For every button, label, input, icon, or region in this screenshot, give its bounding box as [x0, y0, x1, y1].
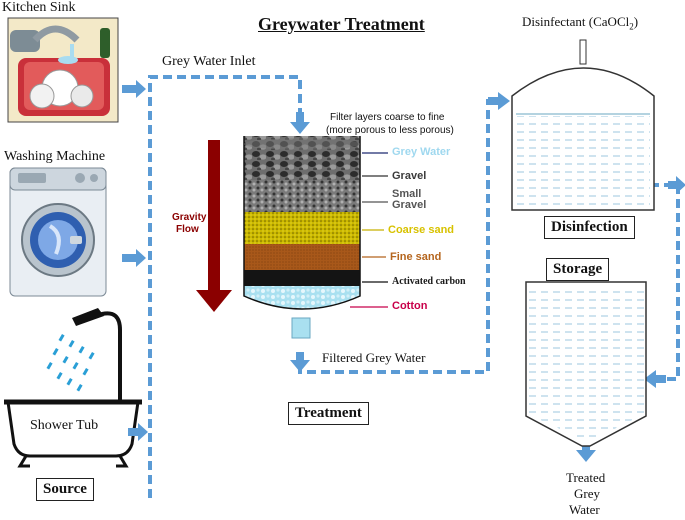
source-label: Source: [36, 478, 94, 501]
layer-cotton: [244, 286, 360, 309]
grey-water-inlet-label: Grey Water Inlet: [162, 54, 256, 69]
filter-column: [243, 136, 361, 339]
layer-coarse-sand: [244, 212, 360, 244]
layer-activated-carbon: [244, 270, 360, 286]
layer-label-small: Small: [392, 188, 422, 200]
filter-note-line-2: (more porous to less porous): [326, 125, 454, 136]
disinfectant-close: ): [633, 14, 639, 29]
gravity-flow-label-2: Flow: [176, 224, 199, 235]
kitchen-sink-label: Kitchen Sink: [2, 0, 76, 15]
layer-label-small-gravel: Gravel: [392, 199, 427, 211]
disinfectant-subscript: 2: [629, 21, 634, 32]
treatment-label: Treatment: [288, 402, 369, 425]
shower-tub-label: Shower Tub: [30, 418, 99, 433]
filter-note-line-1: Filter layers coarse to fine: [330, 112, 445, 123]
treated-label-3: Water: [569, 502, 600, 517]
layer-fine-sand: [244, 244, 360, 270]
layer-small-gravel: [244, 180, 360, 212]
disinfection-label: Disinfection: [544, 216, 635, 239]
layer-label-activated-carbon: Activated carbon: [392, 276, 466, 287]
washing-machine-icon: [9, 167, 107, 297]
inlet-pipe: [148, 75, 302, 498]
disinfection-tank: [511, 39, 655, 211]
disinfectant-text: Disinfectant (CaOCl: [522, 14, 630, 29]
kitchen-sink-icon: [7, 17, 119, 123]
storage-tank: [525, 281, 647, 447]
washing-machine-label: Washing Machine: [4, 149, 106, 164]
disinfection-to-storage-pipe: [650, 183, 680, 381]
pipe-arrowheads: [122, 80, 685, 462]
layer-label-cotton: Cotton: [392, 300, 428, 312]
diagram-title: Greywater Treatment: [258, 14, 425, 34]
layer-leader-lines: [350, 152, 388, 308]
treated-label-2: Grey: [574, 486, 600, 501]
gravity-flow-label-1: Gravity: [172, 212, 207, 223]
filtered-grey-water-label: Filtered Grey Water: [322, 350, 426, 365]
storage-label: Storage: [546, 258, 610, 281]
disinfectant-label: Disinfectant (CaOCl2): [522, 14, 638, 32]
layer-label-gravel: Gravel: [392, 170, 427, 182]
treated-label-1: Treated: [566, 470, 606, 485]
shower-tub-icon: [4, 308, 142, 468]
layer-label-coarse-sand: Coarse sand: [388, 224, 455, 236]
layer-label-grey-water: Grey Water: [392, 146, 451, 158]
gravity-arrow: [196, 140, 232, 312]
layer-label-fine-sand: Fine sand: [390, 251, 442, 263]
